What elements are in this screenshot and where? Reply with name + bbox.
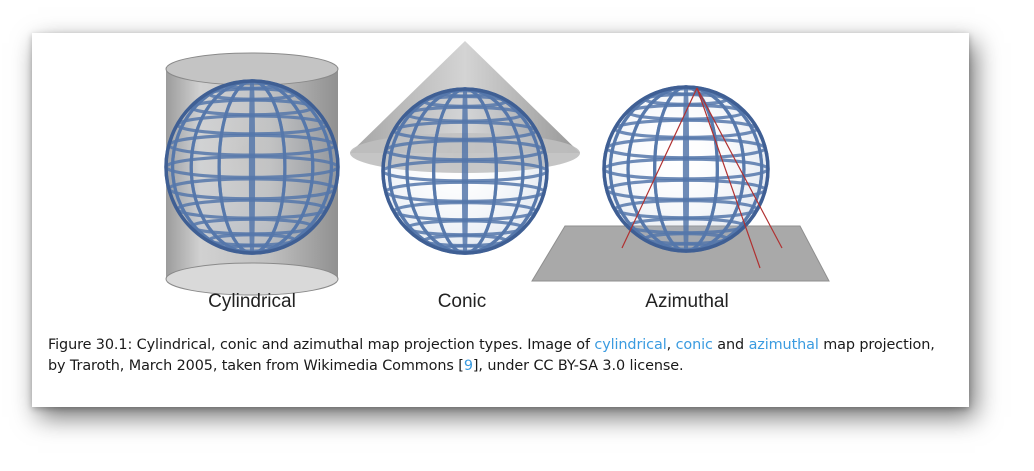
link-cylindrical[interactable]: cylindrical (594, 337, 667, 353)
conic-projection (350, 41, 580, 255)
cylinder-bottom (165, 262, 339, 296)
figure-illustration (164, 41, 830, 296)
cylindrical-globe (164, 79, 340, 255)
label-conic: Conic (437, 291, 487, 312)
azimuthal-globe (602, 85, 770, 253)
projection-ray (696, 87, 761, 269)
azimuthal-projection (531, 85, 830, 282)
cylindrical-projection (164, 52, 340, 296)
citation-link[interactable]: 9 (463, 358, 473, 374)
caption-sep: and (712, 337, 749, 353)
caption-middle: map projection, by Traroth, March 2005, … (48, 337, 935, 374)
globe-outline (381, 87, 549, 255)
longitude-line (461, 87, 469, 255)
link-conic[interactable]: conic (675, 337, 713, 353)
label-azimuthal: Azimuthal (645, 291, 729, 312)
caption-sep: , (666, 337, 676, 353)
caption-prefix: Figure 30.1: Cylindrical, conic and azim… (48, 337, 595, 353)
longitude-line (248, 79, 256, 255)
projection-ray (696, 87, 783, 249)
caption-suffix: ], under CC BY-SA 3.0 license. (472, 358, 684, 374)
figure-caption: Figure 30.1: Cylindrical, conic and azim… (48, 335, 953, 377)
projection-ray (621, 87, 698, 249)
figure-card: Cylindrical Conic Azimuthal Figure 30.1:… (32, 33, 969, 407)
label-cylindrical: Cylindrical (208, 291, 296, 312)
link-azimuthal[interactable]: azimuthal (748, 337, 819, 353)
conic-globe (381, 87, 549, 255)
globe-outline (602, 85, 770, 253)
globe-outline (164, 79, 340, 255)
